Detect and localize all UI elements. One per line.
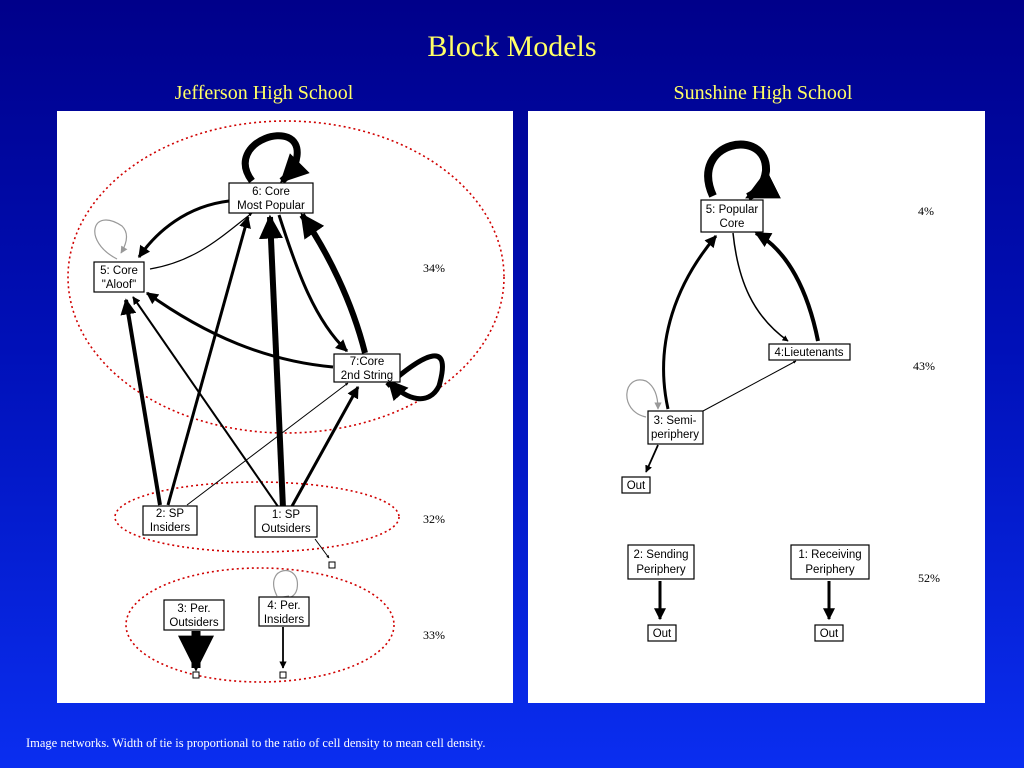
node-out-receiving: Out <box>814 624 844 642</box>
node-label-line2: 2nd String <box>341 370 393 382</box>
node-receiving-periphery: 1: Receiving Periphery <box>790 544 870 580</box>
node-label-line1: 3: Semi- <box>654 415 697 427</box>
footer-caption: Image networks. Width of tie is proporti… <box>26 736 486 750</box>
node-label-line2: Outsiders <box>261 523 310 535</box>
out-marker-sp <box>328 561 336 569</box>
core-popular-self-loop <box>241 132 310 184</box>
pct-core: 34% <box>423 261 445 275</box>
core-group-ellipse <box>67 120 505 434</box>
edge-sp-insiders-to-2nd <box>186 382 349 506</box>
per-group-ellipse <box>125 567 395 683</box>
out-marker-per-insiders <box>279 671 287 679</box>
edge-sp-outsiders-to-2nd <box>289 385 360 509</box>
node-label-line1: 4: Per. <box>267 600 300 612</box>
right-panel-subtitle: Sunshine High School <box>673 82 853 104</box>
sunshine-network-panel: 5: Popular Core 4:Lieutenants 3: Semi- p… <box>528 111 985 703</box>
node-label-line2: periphery <box>651 429 699 441</box>
node-label-line2: Insiders <box>264 614 305 626</box>
node-label-line1: 1: Receiving <box>798 549 861 561</box>
node-label-line1: Out <box>627 480 646 492</box>
node-sp-outsiders: 1: SP Outsiders <box>254 505 318 538</box>
node-sending-periphery: 2: Sending Periphery <box>627 544 695 580</box>
slide-title: Block Models <box>427 30 597 63</box>
edge-popular-core-to-lieutenants <box>732 232 789 342</box>
edge-semi-to-popular-core <box>662 235 718 410</box>
node-label-line2: "Aloof" <box>102 279 136 291</box>
node-core-most-popular: 6: Core Most Popular <box>228 182 314 214</box>
node-out-semi: Out <box>621 476 651 494</box>
node-label-line1: 5: Core <box>100 265 138 277</box>
per-insiders-self-loop <box>273 569 298 603</box>
node-per-insiders: 4: Per. Insiders <box>258 596 310 627</box>
node-label-line1: 4:Lieutenants <box>774 347 843 359</box>
node-label-line2: Outsiders <box>169 617 218 629</box>
edge-sp-insiders-to-aloof <box>120 298 162 506</box>
core-2nd-self-loop <box>385 353 445 402</box>
edge-core-popular-to-aloof <box>137 199 230 258</box>
node-label-line1: 6: Core <box>252 186 290 198</box>
node-label-line1: 2: Sending <box>634 549 689 561</box>
node-label-line1: Out <box>653 628 672 640</box>
popular-core-self-loop <box>704 140 781 201</box>
node-label-line1: Out <box>820 628 839 640</box>
node-label-line1: 1: SP <box>272 509 300 521</box>
edge-sp-outsiders-to-aloof <box>132 296 280 509</box>
sunshine-network-diagram: 5: Popular Core 4:Lieutenants 3: Semi- p… <box>621 140 940 642</box>
pct-lieutenants: 43% <box>913 359 935 373</box>
node-label-line2: Insiders <box>150 522 191 534</box>
edge-sp-outsiders-to-out <box>314 538 330 559</box>
pct-core: 4% <box>918 204 934 218</box>
node-label-line2: Core <box>720 218 745 230</box>
node-semi-periphery: 3: Semi- periphery <box>647 410 704 445</box>
left-panel-subtitle: Jefferson High School <box>174 82 354 104</box>
node-per-outsiders: 3: Per. Outsiders <box>163 599 225 631</box>
edge-2nd-to-core-popular <box>299 213 368 354</box>
edge-core-popular-to-2nd <box>277 214 349 353</box>
node-label-line2: Periphery <box>636 564 685 576</box>
jefferson-network-panel: 6: Core Most Popular 5: Core "Aloof" 7:C… <box>57 111 513 703</box>
out-marker-per-outsiders <box>192 671 200 679</box>
edge-sp-outsiders-to-core-popular <box>258 214 286 509</box>
edge-sp-insiders-to-core-popular <box>166 215 251 506</box>
node-popular-core: 5: Popular Core <box>700 199 764 233</box>
node-label-line2: Most Popular <box>237 200 305 212</box>
edge-semi-to-out <box>645 444 659 473</box>
pct-periphery: 52% <box>918 571 940 585</box>
node-out-sending: Out <box>647 624 677 642</box>
node-label-line1: 5: Popular <box>706 204 759 216</box>
node-lieutenants: 4:Lieutenants <box>768 343 851 361</box>
node-core-2nd-string: 7:Core 2nd String <box>333 353 401 383</box>
semi-periphery-self-loop <box>626 379 662 418</box>
node-sp-insiders: 2: SP Insiders <box>142 505 198 536</box>
pct-sp: 32% <box>423 512 445 526</box>
node-label-line1: 7:Core <box>350 356 385 368</box>
jefferson-network-diagram: 6: Core Most Popular 5: Core "Aloof" 7:C… <box>67 120 505 683</box>
edge-2nd-to-aloof <box>146 291 334 369</box>
sp-group-ellipse <box>114 481 400 553</box>
node-label-line1: 2: SP <box>156 508 184 520</box>
node-core-aloof: 5: Core "Aloof" <box>93 261 145 293</box>
edge-lieutenants-to-popular-core <box>754 231 820 342</box>
pct-per: 33% <box>423 628 445 642</box>
edge-semi-to-lieutenants <box>702 360 797 412</box>
node-label-line1: 3: Per. <box>177 603 210 615</box>
core-aloof-self-loop <box>94 219 128 260</box>
node-label-line2: Periphery <box>805 564 854 576</box>
